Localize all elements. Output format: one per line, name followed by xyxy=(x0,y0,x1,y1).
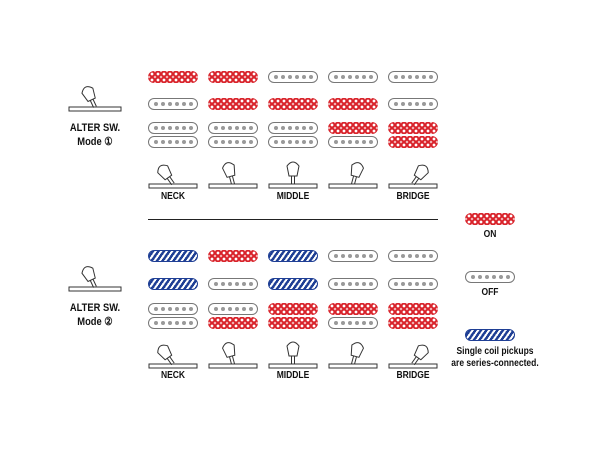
position-label: MIDDLE xyxy=(276,370,310,381)
pickup-off-bridge-bottom xyxy=(148,136,198,148)
pickup-off-middle xyxy=(208,278,258,290)
pickup-series-middle xyxy=(268,278,318,290)
pickup-on-bridge-bottom xyxy=(388,317,438,329)
position-label: NECK xyxy=(160,191,186,202)
selector-switch-icon xyxy=(328,342,378,369)
selector-switch-icon xyxy=(148,164,198,189)
pickup-off-neck xyxy=(388,250,438,262)
pickup-off-bridge-top xyxy=(148,122,198,134)
legend-series-label-1: Single coil pickups xyxy=(456,346,534,357)
pickup-off-neck xyxy=(268,71,318,83)
pickup-off-bridge-bottom xyxy=(268,136,318,148)
selector-switch-icon xyxy=(268,161,318,189)
selector-switch-icon xyxy=(388,344,438,369)
selector-switch-icon xyxy=(268,341,318,369)
position-label: MIDDLE xyxy=(276,191,310,202)
pickup-on-bridge-top xyxy=(388,303,438,315)
pickup-on-middle xyxy=(268,98,318,110)
pickup-on-neck xyxy=(148,71,198,83)
selector-switch-icon xyxy=(148,344,198,369)
pickup-on-neck xyxy=(208,250,258,262)
alter-switch-icon-2 xyxy=(68,266,122,292)
position-label: BRIDGE xyxy=(396,370,430,381)
pickup-series-neck xyxy=(268,250,318,262)
pickup-off-bridge-top xyxy=(148,303,198,315)
legend-series-swatch xyxy=(465,329,515,341)
pickup-off-middle xyxy=(328,278,378,290)
position-label: BRIDGE xyxy=(396,191,430,202)
divider-line xyxy=(148,219,438,220)
position-label: NECK xyxy=(160,370,186,381)
legend-off-swatch xyxy=(465,271,515,283)
pickup-on-bridge-bottom xyxy=(208,317,258,329)
legend-off-label: OFF xyxy=(481,287,499,298)
mode-label-1: Mode ① xyxy=(77,136,113,148)
pickup-off-middle xyxy=(388,278,438,290)
pickup-on-bridge-top xyxy=(268,303,318,315)
pickup-off-neck xyxy=(388,71,438,83)
pickup-off-bridge-bottom xyxy=(208,136,258,148)
legend-on-swatch xyxy=(465,213,515,225)
pickup-series-neck xyxy=(148,250,198,262)
alter-switch-label-2: ALTER SW. xyxy=(69,302,121,314)
pickup-series-middle xyxy=(148,278,198,290)
alter-switch-icon-1 xyxy=(68,86,122,112)
pickup-on-bridge-top xyxy=(328,122,378,134)
selector-switch-icon xyxy=(328,162,378,189)
selector-switch-icon xyxy=(208,342,258,369)
selector-switch-icon xyxy=(208,162,258,189)
pickup-off-bridge-bottom xyxy=(328,317,378,329)
pickup-off-neck xyxy=(328,250,378,262)
pickup-off-bridge-top xyxy=(208,303,258,315)
alter-switch-label-1: ALTER SW. xyxy=(69,122,121,134)
pickup-off-bridge-top xyxy=(208,122,258,134)
pickup-off-neck xyxy=(328,71,378,83)
selector-switch-icon xyxy=(388,164,438,189)
pickup-on-bridge-top xyxy=(388,122,438,134)
legend-series-label-2: are series-connected. xyxy=(451,358,539,369)
pickup-on-bridge-bottom xyxy=(388,136,438,148)
pickup-off-bridge-top xyxy=(268,122,318,134)
pickup-off-middle xyxy=(388,98,438,110)
pickup-on-middle xyxy=(328,98,378,110)
pickup-on-neck xyxy=(208,71,258,83)
pickup-on-bridge-top xyxy=(328,303,378,315)
pickup-off-bridge-bottom xyxy=(328,136,378,148)
mode-label-2: Mode ② xyxy=(77,316,113,328)
legend-on-label: ON xyxy=(483,229,497,240)
pickup-on-bridge-bottom xyxy=(268,317,318,329)
pickup-on-middle xyxy=(208,98,258,110)
pickup-off-bridge-bottom xyxy=(148,317,198,329)
pickup-off-middle xyxy=(148,98,198,110)
